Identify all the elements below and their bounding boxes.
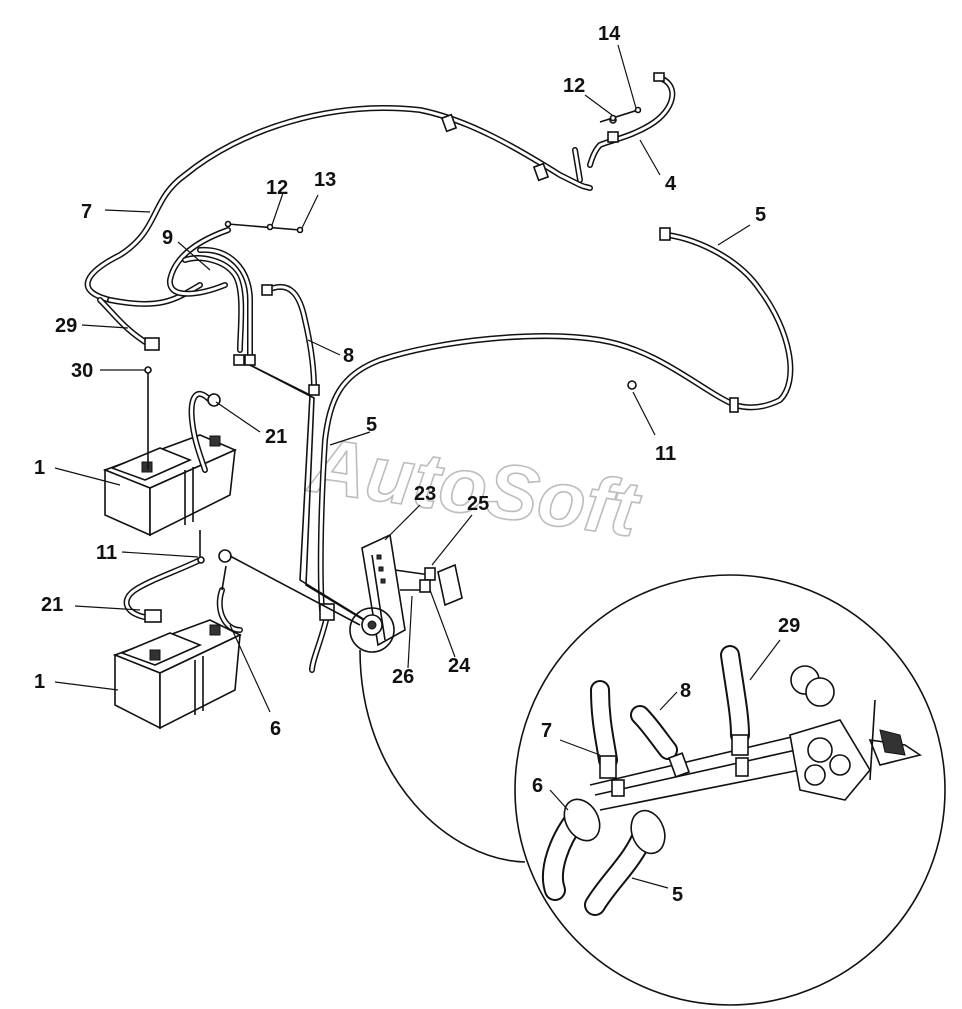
callout-6: 6 (270, 718, 281, 740)
cable-21-upper (188, 391, 221, 473)
battery-upper (102, 434, 237, 537)
callout-12-right: 12 (563, 75, 585, 97)
detail-marker (349, 607, 395, 653)
callout-7: 7 (81, 201, 92, 223)
clip-11-lower (197, 556, 205, 564)
callout-8: 8 (343, 345, 354, 367)
cable-5-lower (309, 603, 335, 673)
callout-9: 9 (162, 227, 173, 249)
hardware-12-14 (599, 106, 642, 123)
cable-7 (84, 105, 593, 308)
callout-8-detail: 8 (680, 680, 691, 702)
callout-5-upper: 5 (755, 204, 766, 226)
callout-5-detail: 5 (672, 884, 683, 906)
cable-5-right (317, 227, 794, 613)
callout-30: 30 (71, 360, 93, 382)
clip-11 (627, 380, 637, 390)
hardware-12-13 (224, 220, 304, 234)
callout-11-right: 11 (655, 443, 676, 465)
cable-4 (587, 72, 676, 168)
callout-1-lower: 1 (34, 671, 45, 693)
callout-24: 24 (448, 655, 471, 677)
cable-21-lower (123, 557, 203, 623)
callout-1-upper: 1 (34, 457, 45, 479)
callout-23: 23 (414, 483, 436, 505)
detail-connector (359, 649, 526, 863)
watermark: AutoSoft (303, 420, 646, 554)
callout-14: 14 (598, 23, 621, 45)
callout-5-middle: 5 (366, 414, 377, 436)
switch-assembly (361, 533, 463, 647)
callout-11-left: 11 (96, 542, 117, 564)
bus-bar (233, 354, 373, 626)
callout-12-left: 12 (266, 177, 288, 199)
cable-29 (97, 297, 160, 351)
callout-21-lower: 21 (41, 594, 63, 616)
callout-6-detail: 6 (532, 775, 543, 797)
leader-lines (54, 44, 781, 889)
callout-21-upper: 21 (265, 426, 287, 448)
cable-8 (261, 283, 320, 396)
callout-4: 4 (665, 173, 677, 195)
battery-lower (112, 619, 242, 730)
callout-26: 26 (392, 666, 414, 688)
cable-6 (216, 549, 361, 633)
callout-29-detail: 29 (778, 615, 800, 637)
callout-29: 29 (55, 315, 77, 337)
callout-25: 25 (467, 493, 489, 515)
washer-30 (144, 366, 152, 374)
cable-9 (167, 227, 253, 358)
callout-13: 13 (314, 169, 336, 191)
detail-view (514, 574, 946, 1006)
callouts: 1 1 4 5 5 5 6 6 7 7 8 8 9 11 11 12 12 13… (34, 23, 800, 906)
callout-7-detail: 7 (541, 720, 552, 742)
